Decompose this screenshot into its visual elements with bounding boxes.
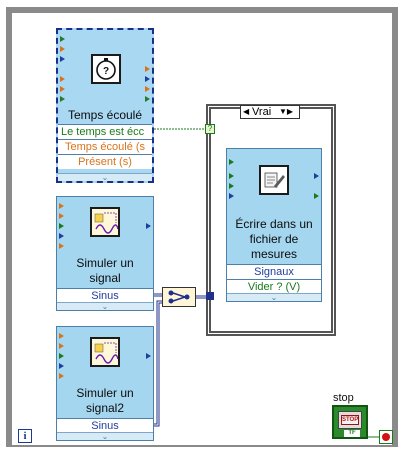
svg-text:?: ? [103,66,109,77]
present-seconds-output[interactable]: Présent (s) [58,154,152,169]
expand-handle-icon[interactable]: ⌄ [57,302,153,311]
sine-wave-icon [90,337,120,367]
dynamic-data-tunnel[interactable] [206,292,214,300]
loop-iteration-terminal[interactable]: i [18,429,32,443]
write-file-title-line3: mesures [250,247,297,261]
stop-icon: STOP [338,411,362,429]
stop-button-terminal[interactable]: STOP TF [332,405,368,439]
time-elapsed-output[interactable]: Le temps est écc [58,124,152,139]
merge-signals-node[interactable] [162,287,196,307]
pen-file-icon [259,165,289,195]
expand-handle-icon[interactable]: ⌄ [57,432,153,441]
signals-input[interactable]: Signaux [227,264,321,279]
write-file-title-line2: fichier de [249,232,299,246]
stop-label: stop [333,392,354,404]
boolean-type-label: TF [344,430,360,437]
simulate-signal2-title-line2: signal2 [85,401,125,415]
sine-output[interactable]: Sinus [57,418,153,433]
simulate-signal2-express-vi[interactable]: Simuler un signal2 Sinus ⌄ [56,326,154,441]
case-prev-icon[interactable]: ◀ [243,107,250,116]
expand-handle-icon[interactable]: ⌄ [58,173,152,182]
elapsed-time-title: Temps écoulé [67,108,143,122]
loop-condition-terminal[interactable] [379,430,393,444]
elapsed-seconds-output[interactable]: Temps écoulé (s [58,139,152,154]
case-selector[interactable]: ◀ Vrai ▼▶ [240,105,300,119]
simulate-signal-express-vi[interactable]: Simuler un signal Sinus ⌄ [56,196,154,311]
sine-wave-icon [90,207,120,237]
simulate-signal2-title-line1: Simuler un [76,386,134,400]
flush-input[interactable]: Vider ? (V) [227,279,321,294]
elapsed-time-express-vi[interactable]: ? Temps écoulé Le temps est écc Temps éc… [56,28,154,183]
stop-if-true-icon [382,433,390,441]
stopwatch-question-icon: ? [91,54,121,84]
write-measurement-file-express-vi[interactable]: Écrire dans un fichier de mesures Signau… [226,148,322,302]
simulate-signal-title-line1: Simuler un [76,256,134,270]
expand-handle-icon[interactable]: ⌄ [227,293,321,302]
case-selector-terminal[interactable]: ? [205,124,215,134]
write-file-title-line1: Écrire dans un [235,217,313,231]
case-next-icon[interactable]: ▼▶ [279,107,294,116]
simulate-signal-title-line2: signal [89,271,121,285]
sine-output[interactable]: Sinus [57,288,153,303]
case-selector-value: Vrai [252,106,272,118]
